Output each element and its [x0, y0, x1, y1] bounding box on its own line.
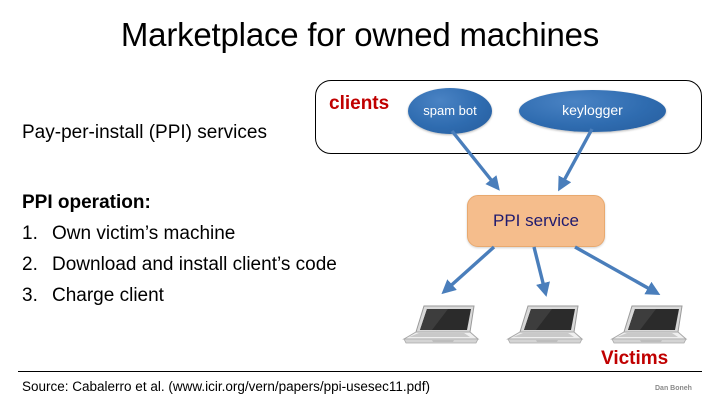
- client-node-label: spam bot: [423, 102, 477, 118]
- ppi-services-label: Pay-per-install (PPI) services: [22, 122, 267, 143]
- client-node-keylogger: keylogger: [519, 90, 666, 132]
- list-item-label: Download and install client’s code: [52, 254, 337, 275]
- laptop-icon: [610, 305, 688, 344]
- client-node-label: keylogger: [562, 102, 623, 119]
- clients-label: clients: [329, 93, 390, 114]
- list-item-label: Own victim’s machine: [52, 223, 236, 244]
- source-note: Source: Cabalerro et al. (www.icir.org/v…: [22, 379, 430, 394]
- ppi-operation-heading: PPI operation:: [22, 192, 151, 213]
- laptop-icon: [402, 305, 480, 344]
- laptop-icon: [506, 305, 584, 344]
- arrow-icon-service-to-victim-3: [574, 245, 661, 296]
- clients-group-box: [315, 80, 702, 154]
- list-item: 1. Own victim’s machine: [22, 223, 422, 245]
- list-item: 2. Download and install client’s code: [22, 254, 422, 276]
- victims-label: Victims: [601, 348, 669, 369]
- client-node-spam-bot: spam bot: [408, 88, 492, 134]
- footer-divider: [18, 371, 702, 372]
- list-item-number: 1.: [22, 223, 38, 244]
- page-title: Marketplace for owned machines: [120, 16, 600, 53]
- ppi-service-label: PPI service: [493, 211, 579, 230]
- arrow-icon-service-to-victim-2: [532, 246, 550, 297]
- list-item: 3. Charge client: [22, 285, 422, 307]
- ppi-service-box: PPI service: [467, 195, 605, 247]
- list-item-number: 2.: [22, 254, 38, 275]
- list-item-label: Charge client: [52, 285, 164, 306]
- author-watermark: Dan Boneh: [655, 385, 692, 392]
- ppi-operation-block: PPI operation: 1. Own victim’s machine 2…: [22, 192, 422, 316]
- arrow-icon-service-to-victim-1: [441, 245, 496, 295]
- list-item-number: 3.: [22, 285, 38, 306]
